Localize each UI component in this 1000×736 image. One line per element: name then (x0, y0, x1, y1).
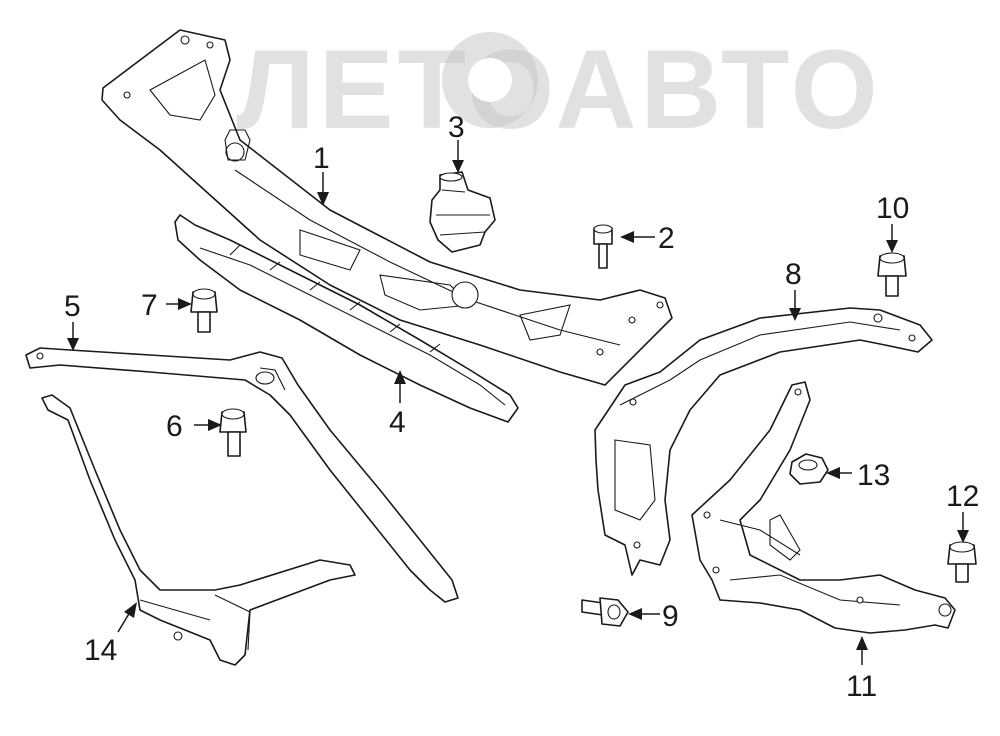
callout-1: 1 (313, 142, 330, 175)
leader-lines (67, 140, 969, 665)
callout-13: 13 (857, 459, 890, 492)
part-14-lower-tie-bar[interactable] (41, 394, 356, 666)
part-2-bolt-icon[interactable] (593, 224, 613, 269)
part-7-bolt-icon[interactable] (190, 288, 218, 333)
part-9-bolt-icon[interactable] (581, 597, 629, 627)
part-11-side-panel-lower[interactable] (691, 381, 956, 634)
part-12-bolt-icon[interactable] (947, 541, 977, 583)
callout-6: 6 (166, 410, 183, 443)
part-13-nut-icon[interactable] (789, 453, 829, 485)
callout-7: 7 (141, 289, 158, 322)
part-6-bolt-icon[interactable] (219, 408, 247, 457)
part-10-bolt-icon[interactable] (877, 252, 907, 297)
part-3-radiator-mount[interactable] (429, 171, 496, 253)
callout-2: 2 (658, 222, 675, 255)
callout-9: 9 (662, 600, 679, 633)
callout-14: 14 (84, 634, 117, 667)
callout-5: 5 (64, 290, 81, 323)
callout-10: 10 (876, 192, 909, 225)
part-8-side-panel-upper[interactable] (594, 307, 933, 576)
callout-12: 12 (946, 480, 979, 513)
callout-3: 3 (448, 111, 465, 144)
callout-labels: 1 2 3 4 5 6 7 8 9 10 11 12 13 14 (64, 111, 979, 703)
watermark-gear-icon (442, 32, 538, 128)
callout-11: 11 (846, 670, 877, 703)
part-1-upper-radiator-support[interactable] (101, 29, 673, 386)
part-4-support-reinforcement[interactable] (174, 214, 519, 423)
watermark: АЛЕТОАВТО (150, 27, 878, 152)
callout-8: 8 (785, 258, 802, 291)
part-5-support-bar[interactable] (25, 347, 459, 603)
callout-4: 4 (389, 406, 406, 439)
